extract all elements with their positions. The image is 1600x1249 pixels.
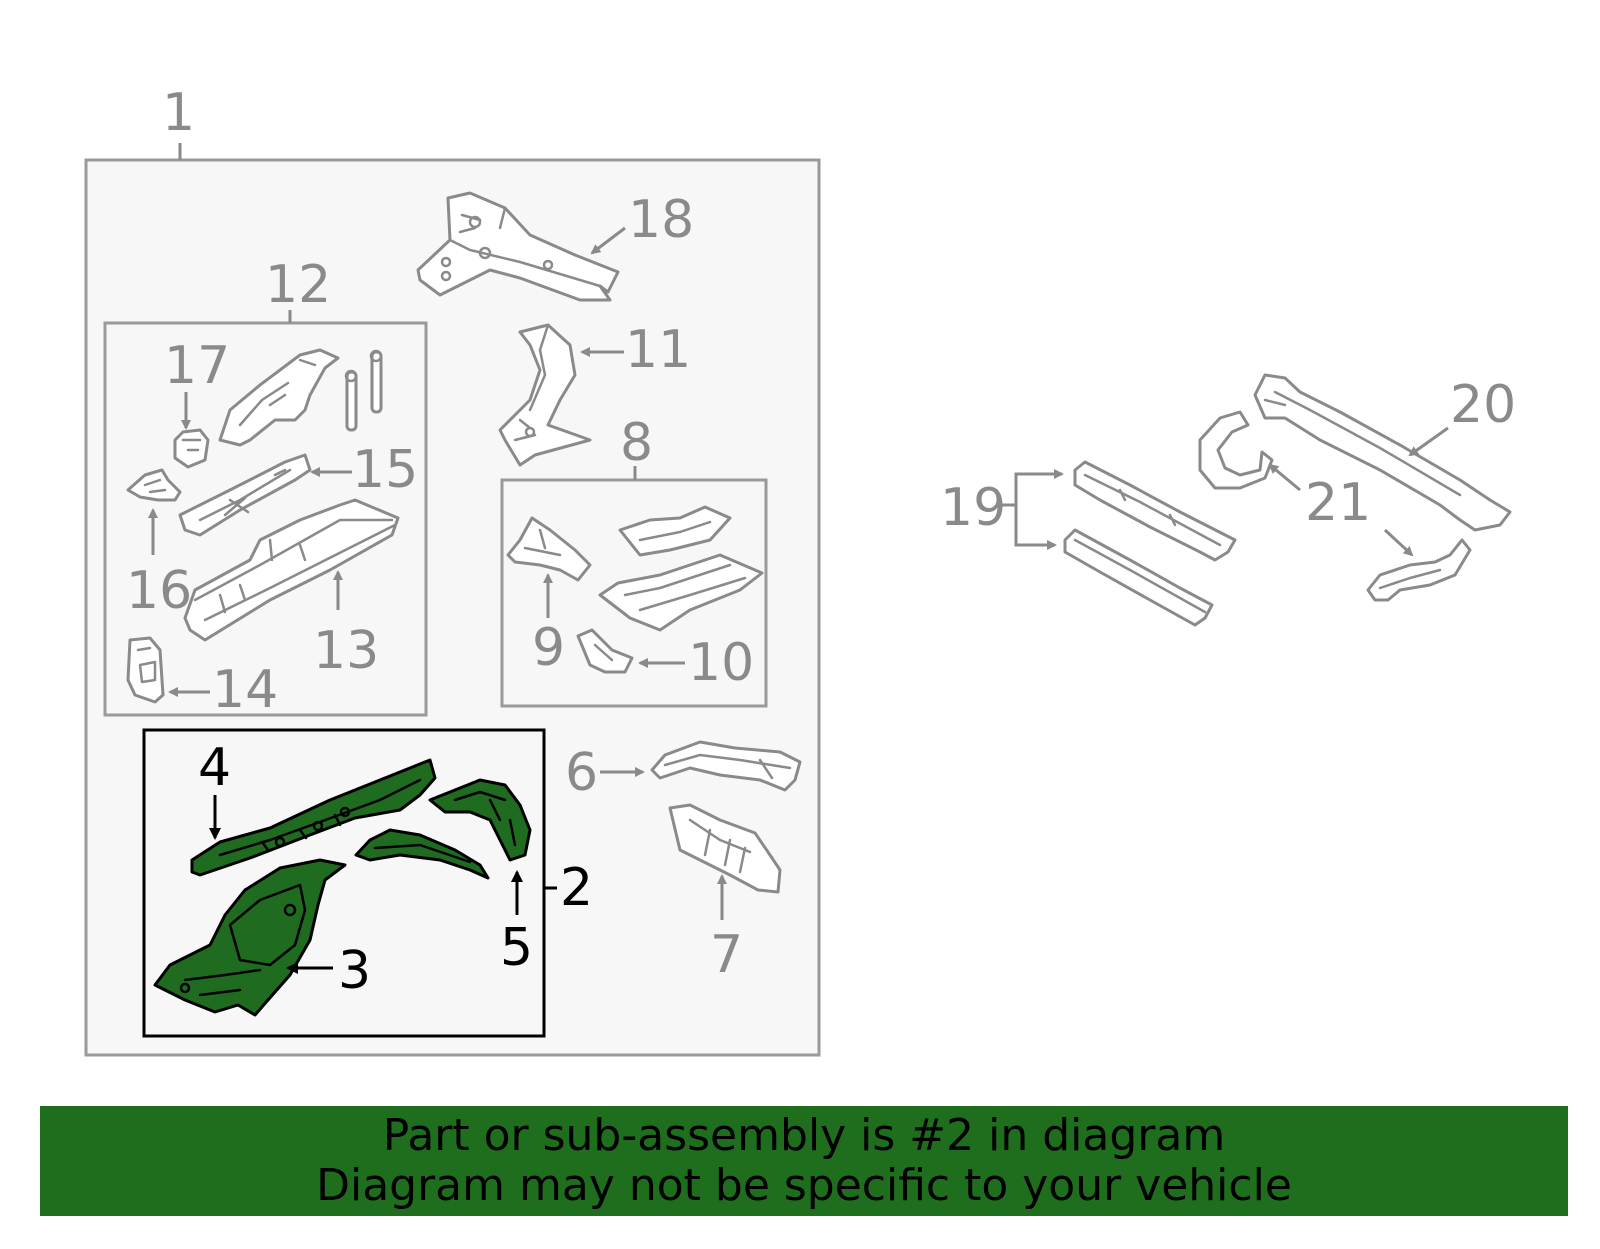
part-6 <box>650 740 802 792</box>
part-5-upper <box>428 778 532 862</box>
banner-line-1: Part or sub-assembly is #2 in diagram <box>382 1110 1226 1161</box>
part-15 <box>178 453 312 537</box>
part-10 <box>576 628 634 674</box>
part-21-lower <box>1366 538 1472 602</box>
part-21-upper <box>1198 410 1274 490</box>
part-20 <box>1253 373 1512 532</box>
callout-10: 10 <box>688 633 754 693</box>
callout-15: 15 <box>352 440 418 500</box>
part-7 <box>668 803 782 894</box>
part-19-lower <box>1063 528 1214 627</box>
callout-8: 8 <box>620 413 653 473</box>
part-8-upper <box>618 505 732 557</box>
part-19-upper <box>1073 460 1237 562</box>
part-9 <box>506 516 592 582</box>
callout-9: 9 <box>532 618 565 678</box>
callout-12: 12 <box>265 255 331 315</box>
callout-17: 17 <box>164 336 230 396</box>
part-14 <box>126 636 165 704</box>
callout-19: 19 <box>940 478 1006 538</box>
info-banner: Part or sub-assembly is #2 in diagram Di… <box>40 1106 1568 1216</box>
part-18 <box>416 191 620 302</box>
part-pins <box>344 349 383 432</box>
callout-7: 7 <box>710 925 743 985</box>
callout-2: 2 <box>560 858 593 918</box>
callout-6: 6 <box>565 743 598 803</box>
part-13 <box>183 498 400 642</box>
callout-21: 21 <box>1305 473 1371 533</box>
callout-11: 11 <box>625 320 691 380</box>
callout-18: 18 <box>628 190 694 250</box>
callout-4: 4 <box>198 738 231 798</box>
part-8-lower <box>598 553 764 632</box>
part-17 <box>173 428 210 469</box>
part-5-lower <box>354 828 490 880</box>
callout-1: 1 <box>162 83 195 143</box>
callout-20: 20 <box>1450 375 1516 435</box>
part-3 <box>153 858 347 1017</box>
callout-16: 16 <box>126 561 192 621</box>
callout-13: 13 <box>313 621 379 681</box>
part-16 <box>126 468 182 502</box>
callout-3: 3 <box>338 941 371 1001</box>
part-17-bracket <box>218 348 340 447</box>
callout-14: 14 <box>212 660 278 720</box>
part-4 <box>190 758 437 877</box>
part-11 <box>498 323 592 467</box>
banner-line-2: Diagram may not be specific to your vehi… <box>316 1160 1292 1211</box>
callout-5: 5 <box>500 918 533 978</box>
